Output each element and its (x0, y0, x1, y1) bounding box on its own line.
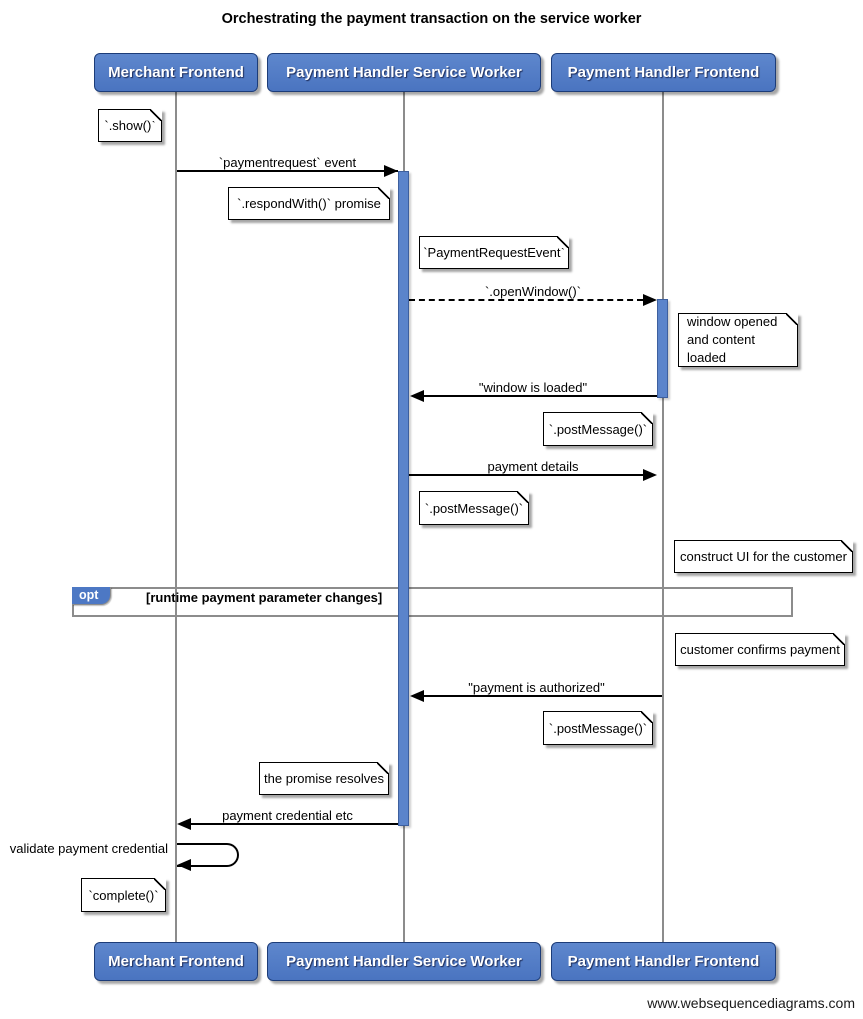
opt-frame-condition: [runtime payment parameter changes] (146, 590, 383, 605)
message-line-payment-credential (180, 823, 398, 825)
actor-bottom-payment-handler-frontend: Payment Handler Frontend (551, 942, 776, 981)
actor-top-payment-handler-service-worker: Payment Handler Service Worker (267, 53, 541, 92)
diagram-title: Orchestrating the payment transaction on… (221, 11, 642, 27)
note-window-opened: window opened and content loaded (678, 313, 798, 367)
arrowhead-left-icon (410, 690, 424, 702)
arrowhead-left-icon (410, 390, 424, 402)
activation-service-worker (398, 171, 409, 826)
message-line-open-window (409, 299, 643, 301)
note-respond-with: `.respondWith()` promise (228, 187, 390, 220)
note-complete: `complete()` (81, 878, 166, 912)
note-construct-ui: construct UI for the customer (674, 540, 853, 573)
note-customer-confirms: customer confirms payment (675, 633, 845, 666)
note-post-message-to-frontend: `.postMessage()` (543, 412, 653, 446)
note-show: `.show()` (98, 109, 162, 142)
actor-top-merchant-frontend: Merchant Frontend (94, 53, 258, 92)
arrowhead-right-icon (643, 469, 657, 481)
arrowhead-right-icon (384, 165, 398, 177)
note-payment-request-event: `PaymentRequestEvent` (419, 236, 569, 269)
message-label-open-window: `.openWindow()` (484, 284, 582, 299)
message-line-payment-request (177, 170, 398, 172)
arrowhead-left-icon (177, 859, 191, 871)
message-label-payment-details: payment details (487, 459, 579, 474)
actor-top-payment-handler-frontend: Payment Handler Frontend (551, 53, 776, 92)
message-line-payment-authorized (413, 695, 662, 697)
message-label-payment-authorized: "payment is authorized" (468, 680, 605, 695)
actor-bottom-merchant-frontend: Merchant Frontend (94, 942, 258, 981)
lifeline-merchant (175, 92, 177, 942)
note-window-opened-text: window opened and content loaded (687, 313, 778, 366)
message-label-payment-request: `paymentrequest` event (218, 155, 357, 170)
note-post-message-to-worker: `.postMessage()` (419, 491, 529, 525)
arrowhead-left-icon (177, 818, 191, 830)
message-label-validate-credential: validate payment credential (9, 841, 168, 856)
opt-frame-label: opt (72, 587, 112, 605)
lifeline-handler-frontend (662, 92, 664, 942)
actor-bottom-payment-handler-service-worker: Payment Handler Service Worker (267, 942, 541, 981)
message-label-window-loaded: "window is loaded" (478, 380, 588, 395)
message-line-payment-details (409, 474, 643, 476)
watermark-websequencediagrams: www.websequencediagrams.com (647, 995, 855, 1011)
self-message-loop (177, 843, 239, 867)
message-label-payment-credential: payment credential etc (222, 808, 353, 823)
note-promise-resolves: the promise resolves (259, 762, 389, 795)
message-line-window-loaded (413, 395, 657, 397)
note-post-message-authorized: `.postMessage()` (543, 711, 653, 745)
activation-handler-frontend (657, 299, 668, 398)
arrowhead-right-icon (643, 294, 657, 306)
